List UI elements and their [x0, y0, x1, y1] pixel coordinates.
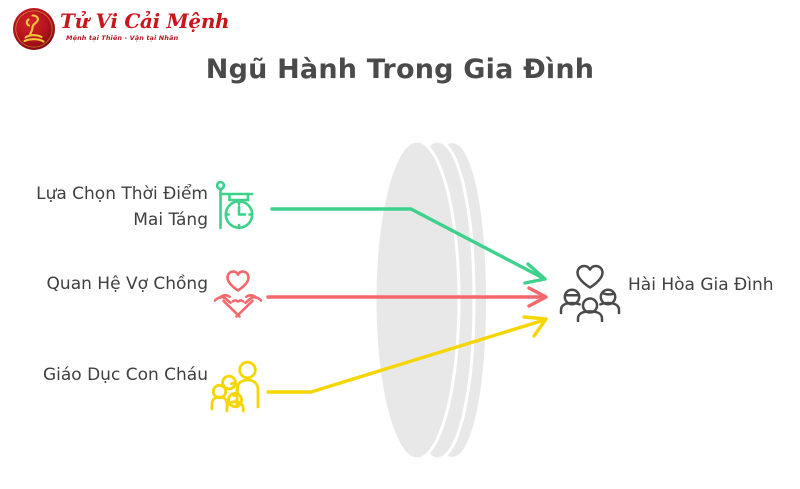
site-logo[interactable]: Tử Vi Cải Mệnh Mệnh tại Thiên - Vận tại … [12, 6, 230, 54]
center-lens-1 [373, 139, 461, 461]
logo-wordmark: Tử Vi Cải Mệnh [60, 9, 230, 33]
source-label-2: Giáo Dục Con Cháu [42, 365, 208, 385]
connector-green [270, 207, 547, 285]
connector-yellow [266, 315, 548, 394]
source-label-0: Lựa Chọn Thời Điểm Mai Táng [36, 184, 208, 230]
source-label-1: Quan Hệ Vợ Chồng [46, 274, 208, 294]
family-heart-icon [559, 263, 621, 325]
logo-text: Tử Vi Cải Mệnh Mệnh tại Thiên - Vận tại … [60, 9, 230, 43]
heart-hands-icon [210, 268, 266, 324]
target-label: Hài Hòa Gia Đình [628, 275, 774, 295]
logo-emblem-icon [12, 7, 56, 51]
hanging-clock-icon [212, 178, 268, 234]
connector-red [266, 286, 548, 308]
page-title: Ngũ Hành Trong Gia Đình [205, 54, 595, 85]
adult-and-child-icon [210, 359, 266, 415]
logo-tagline: Mệnh tại Thiên - Vận tại Nhân [66, 34, 179, 42]
center-lens-group [373, 139, 486, 461]
